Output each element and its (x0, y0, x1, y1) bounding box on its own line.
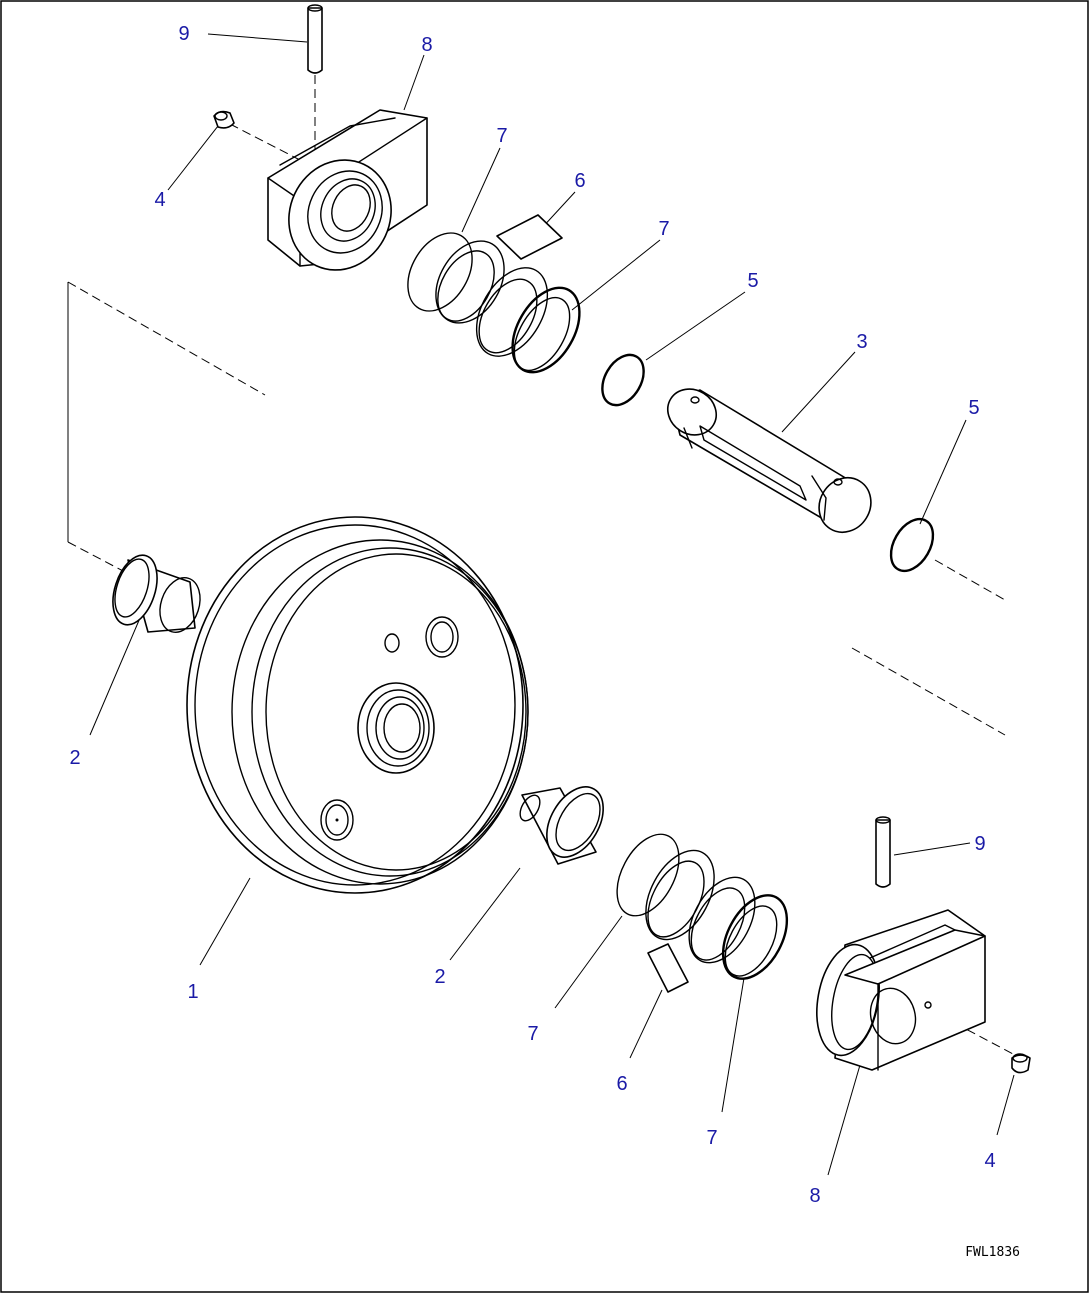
pin-top (307, 4, 323, 74)
o-ring-upper (601, 353, 645, 407)
callout-6-lower: 6 (616, 1073, 627, 1095)
bushing-left (112, 554, 201, 633)
plug-lower (1011, 1053, 1031, 1074)
seal-group-upper (407, 214, 581, 374)
callout-7-upper-right: 7 (658, 218, 669, 240)
pin-lower (875, 816, 891, 888)
callout-2-lower: 2 (434, 966, 445, 988)
callout-7-lower-left: 7 (527, 1023, 538, 1045)
bushing-lower (519, 786, 604, 865)
leader-lines (89, 33, 1015, 1176)
callout-labels: 9 8 4 7 6 7 5 3 5 2 1 2 7 6 7 9 8 4 (69, 23, 995, 1207)
drawing-code: FWL1836 (965, 1245, 1020, 1260)
idler-wheel (186, 516, 529, 894)
callout-4-top: 4 (154, 189, 165, 211)
callout-9-top: 9 (178, 23, 189, 45)
callout-4-lower: 4 (984, 1150, 995, 1172)
callout-7-upper-left: 7 (496, 125, 507, 147)
callout-7-lower-right: 7 (706, 1127, 717, 1149)
callout-9-lower: 9 (974, 833, 985, 855)
plug-top (213, 110, 235, 129)
callout-1: 1 (187, 981, 198, 1003)
bracket-lower (816, 909, 986, 1071)
shaft (667, 388, 872, 533)
callout-3: 3 (856, 331, 867, 353)
bracket-upper (267, 109, 428, 271)
o-ring-right (889, 517, 935, 573)
callout-8-top: 8 (421, 34, 432, 56)
callout-5-right: 5 (968, 397, 979, 419)
callout-5-upper: 5 (747, 270, 758, 292)
callout-6-upper: 6 (574, 170, 585, 192)
seal-group-lower (616, 833, 789, 993)
callout-2-left: 2 (69, 747, 80, 769)
callout-8-lower: 8 (809, 1185, 820, 1207)
